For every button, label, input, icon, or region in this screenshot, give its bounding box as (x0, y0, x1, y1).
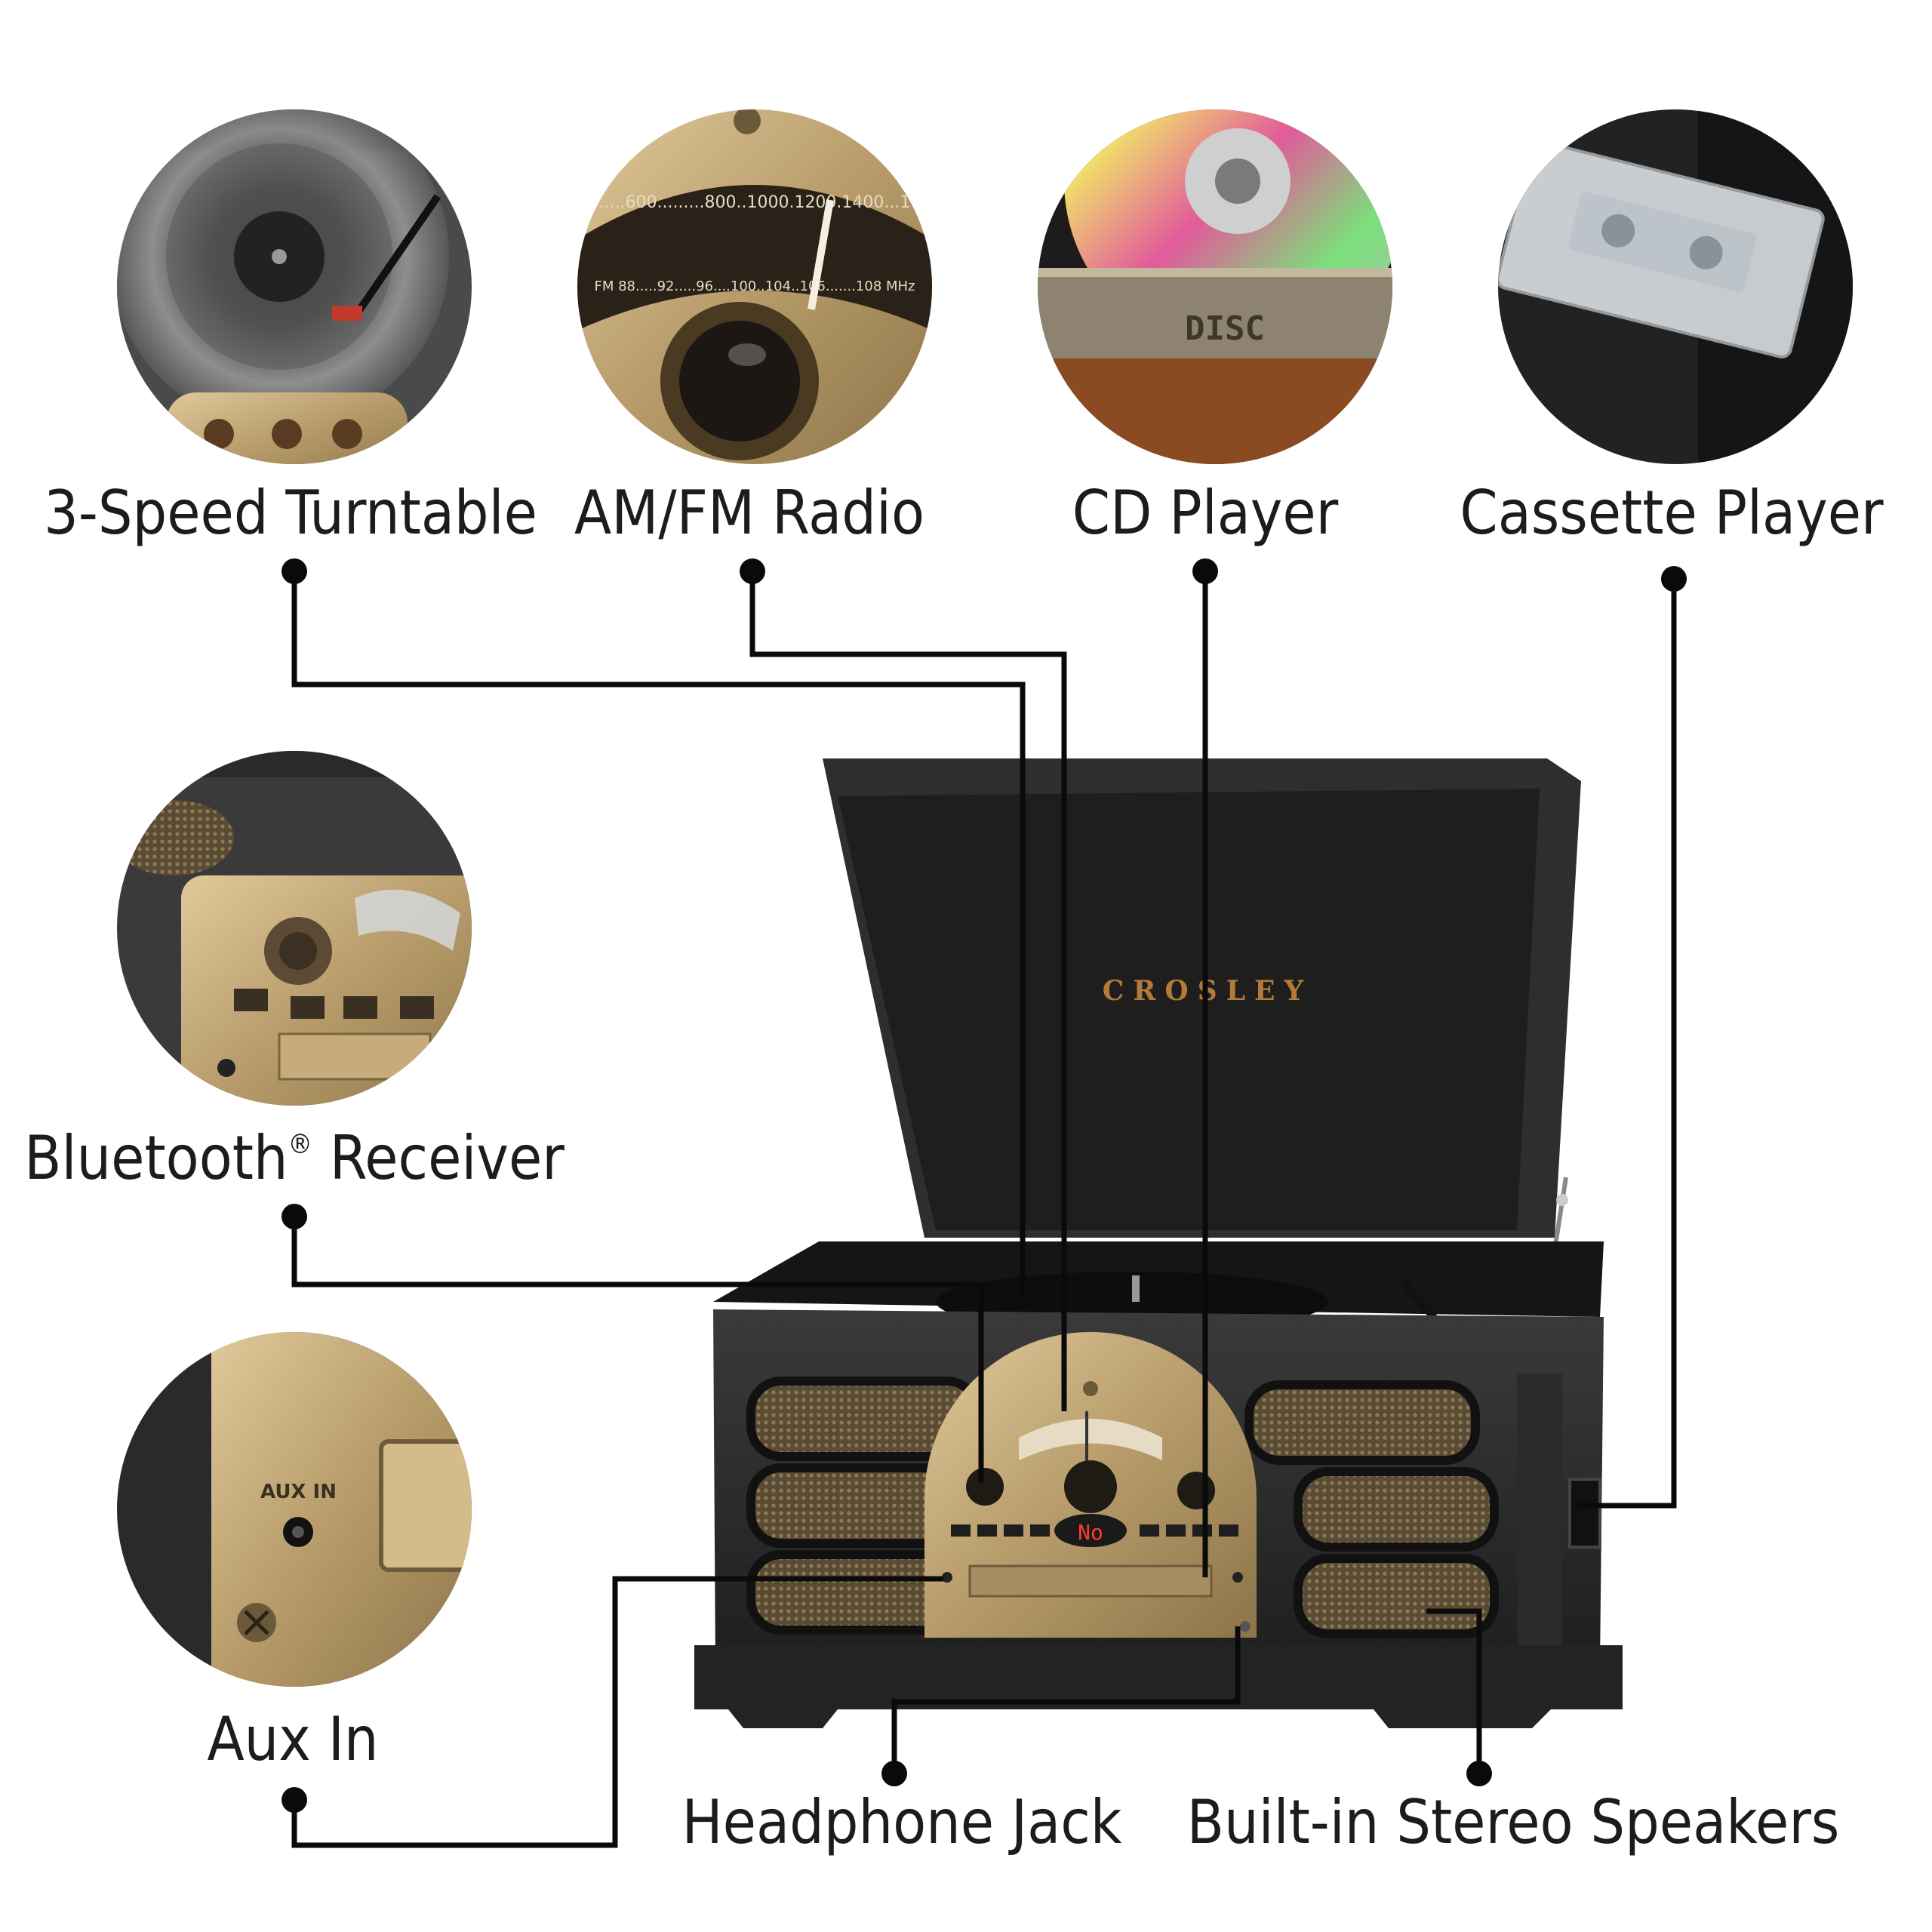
dot-aux (281, 1787, 307, 1813)
leader-dots (281, 558, 1687, 1813)
radio-photo: 00.....600.........800..1000.1200.1400..… (577, 109, 932, 464)
radio-dial-bottom-scale: FM 88.....92.....96....100..104..106....… (594, 278, 915, 294)
lid-inner (838, 789, 1540, 1230)
leader-turntable (291, 571, 1026, 1298)
leader-radio (749, 571, 1067, 1411)
aux-panel-label: AUX IN (260, 1481, 337, 1503)
label-radio: AM/FM Radio (574, 478, 925, 548)
leader-bluetooth (291, 1217, 984, 1483)
leader-cassette (1577, 579, 1677, 1509)
dot-cd (1192, 558, 1218, 584)
label-aux-in: Aux In (207, 1704, 379, 1774)
label-cassette-player: Cassette Player (1460, 478, 1884, 548)
cd-logo: DISC (1185, 309, 1265, 348)
cassette-player-photo (1498, 109, 1853, 464)
leader-headphone (891, 1626, 1241, 1774)
aux-in-photo: AUX IN (117, 1332, 472, 1687)
turntable-photo (117, 109, 472, 464)
radio-dial-top-scale: 00.....600.........800..1000.1200.1400..… (578, 193, 932, 212)
dot-turntable (281, 558, 307, 584)
dot-bluetooth (281, 1204, 307, 1229)
dot-cassette (1661, 566, 1687, 592)
dot-speakers (1466, 1761, 1492, 1786)
led-display: No (1078, 1520, 1103, 1545)
label-headphone-jack: Headphone Jack (681, 1787, 1122, 1857)
label-cd-player: CD Player (1072, 478, 1339, 548)
label-bluetooth-suffix: Receiver (312, 1123, 565, 1193)
bluetooth-photo (117, 751, 472, 1106)
leader-speakers (1426, 1608, 1482, 1774)
dot-headphone (881, 1761, 907, 1786)
label-turntable: 3-Speed Turntable (44, 478, 537, 548)
label-bluetooth: Bluetooth® Receiver (24, 1128, 565, 1189)
leader-aux (291, 1576, 943, 1848)
label-bluetooth-name: Bluetooth (24, 1123, 288, 1193)
label-speakers: Built-in Stereo Speakers (1186, 1787, 1840, 1857)
record-player-product: CROSLEY (694, 758, 1623, 1728)
cd-player-photo: DISC (1038, 109, 1392, 464)
registered-mark: ® (288, 1129, 312, 1160)
leader-lines (291, 571, 1677, 1848)
dot-radio (740, 558, 765, 584)
